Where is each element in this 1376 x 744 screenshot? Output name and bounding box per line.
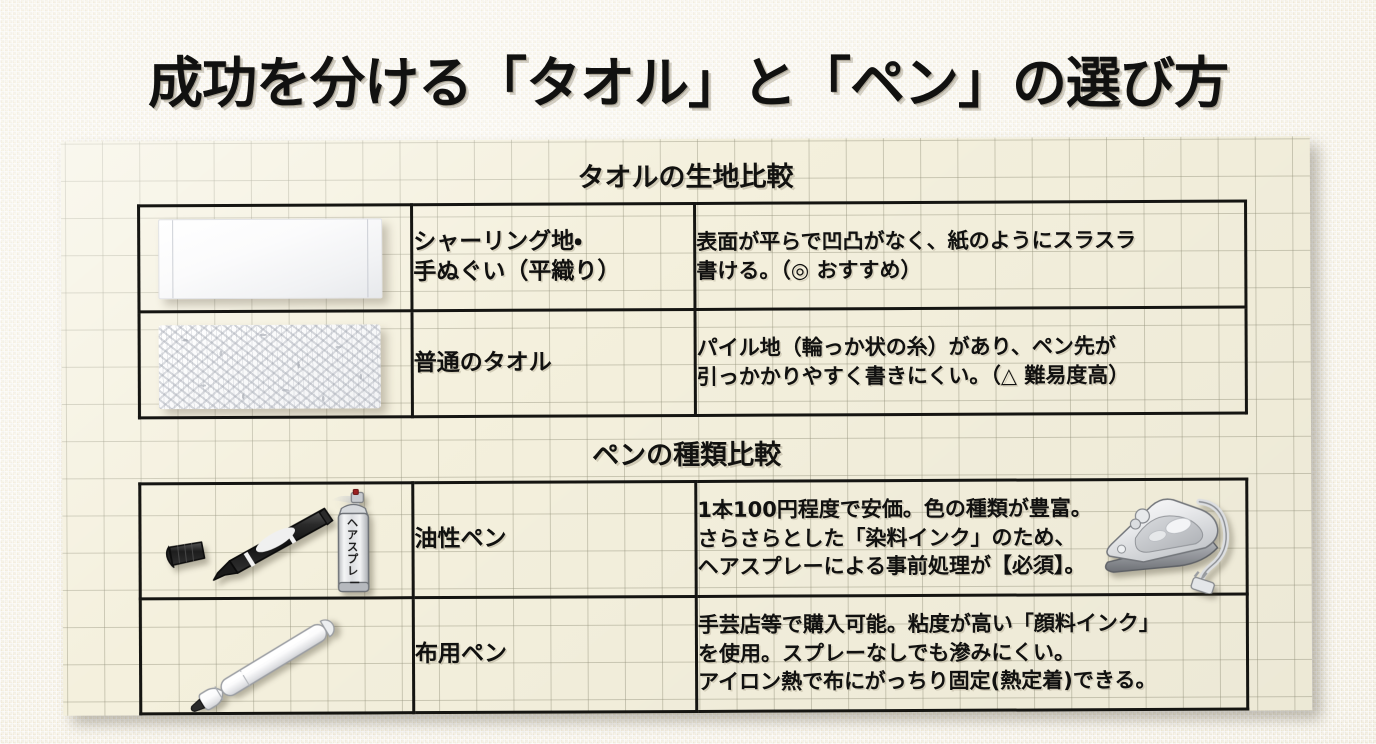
table-row: シャーリング地・ 手ぬぐい（平織り） 表面が平らで凹凸がなく、紙のようにスラスラ… — [138, 201, 1246, 312]
pen-row1-description-cell: 1本100円程度で安価。色の種類が豊富。 さらさらとした「染料インク」のため、 … — [695, 479, 1248, 597]
pen-row1-desc-line3: ヘアスプレーによる事前処理が【必須】。 — [697, 553, 1086, 580]
pen-row1-name-cell: 油性ペン — [412, 481, 697, 598]
flat-white-towel-illustration — [158, 218, 383, 300]
black-marker-pen — [212, 507, 334, 581]
pen-row2-desc-line1: 手芸店等で購入可能。粘度が高い「顔料インク」 — [697, 610, 1160, 637]
section-heading-towel: タオルの生地比較 — [577, 161, 794, 194]
terry-pile-towel-illustration — [158, 324, 381, 410]
pen-comparison-table: ヘ ア ス プ レ ー 油性ペン — [138, 477, 1250, 716]
pen-row2-description-cell: 手芸店等で購入可能。粘度が高い「顔料インク」 を使用。スプレーなしでも滲みにくい… — [696, 594, 1248, 712]
towel-row1-description-cell: 表面が平らで凹凸がなく、紙のようにスラスラ 書ける。（◎ おすすめ） — [694, 201, 1246, 310]
hairspray-can-label: ヘ ア ス プ レ ー — [347, 516, 362, 589]
pen-row2-desc-line3: アイロン熱で布にがっちり固定(熱定着)できる。 — [698, 668, 1157, 695]
towel-row2-image-cell — [138, 310, 413, 418]
towel-row2-desc-line2: 引っかかりやすく書きにくい。（△ 難易度高） — [696, 362, 1130, 389]
towel-comparison-table: シャーリング地・ 手ぬぐい（平織り） 表面が平らで凹凸がなく、紙のようにスラスラ… — [137, 199, 1248, 420]
table-row: ヘ ア ス プ レ ー 油性ペン — [139, 479, 1248, 599]
black-marker-and-hairspray-illustration: ヘ ア ス プ レ ー — [165, 488, 370, 593]
towel-row1-desc-line2: 書ける。（◎ おすすめ） — [696, 257, 922, 283]
pen-row1-image-cell: ヘ ア ス プ レ ー — [139, 482, 414, 599]
table-row: 普通のタオル パイル地（輪っか状の糸）があり、ペン先が 引っかかりやすく書きにく… — [138, 307, 1247, 418]
hairspray-can: ヘ ア ス プ レ ー — [331, 488, 370, 593]
pen-row1-name-line1: 油性ペン — [414, 525, 507, 553]
grid-paper-panel: タオルの生地比較 シャーリング地・ 手ぬぐい（平織り） 表面が平らで凹凸がなく、… — [60, 136, 1313, 716]
towel-row1-image-cell — [138, 204, 412, 312]
pen-row1-desc-line2: さらさらとした「染料インク」のため、 — [697, 524, 1076, 551]
towel-row2-description-cell: パイル地（輪っか状の糸）があり、ペン先が 引っかかりやすく書きにくい。（△ 難易… — [694, 307, 1247, 416]
section-heading-pen: ペンの種類比較 — [592, 439, 782, 472]
towel-row2-name-cell: 普通のタオル — [411, 309, 696, 417]
white-fabric-pen-illustration — [190, 619, 335, 712]
towel-row1-name-line1: シャーリング地・ — [413, 228, 583, 255]
towel-row1-name-cell: シャーリング地・ 手ぬぐい（平織り） — [411, 203, 695, 311]
pen-row1-desc-line1: 1本100円程度で安価。色の種類が豊富。 — [697, 495, 1092, 522]
towel-row2-name-line1: 普通のタオル — [413, 349, 552, 376]
pen-row2-name-line1: 布用ペン — [414, 640, 508, 668]
pen-row2-name-cell: 布用ペン — [413, 497, 1229, 713]
pen-row2-desc-line2: を使用。スプレーなしでも滲みにくい。 — [697, 639, 1075, 666]
towel-row2-desc-line1: パイル地（輪っか状の糸）があり、ペン先が — [696, 333, 1116, 360]
table-row: 布用ペン — [140, 497, 1248, 714]
marker-cap — [165, 541, 206, 568]
pen-row2-image-cell — [140, 597, 414, 714]
towel-row1-name-line2: 手ぬぐい（平織り） — [413, 257, 621, 285]
towel-row1-desc-line1: 表面が平らで凹凸がなく、紙のようにスラスラ — [696, 227, 1137, 254]
page-title: 成功を分ける「タオル」と「ペン」の選び方 — [147, 51, 1229, 115]
